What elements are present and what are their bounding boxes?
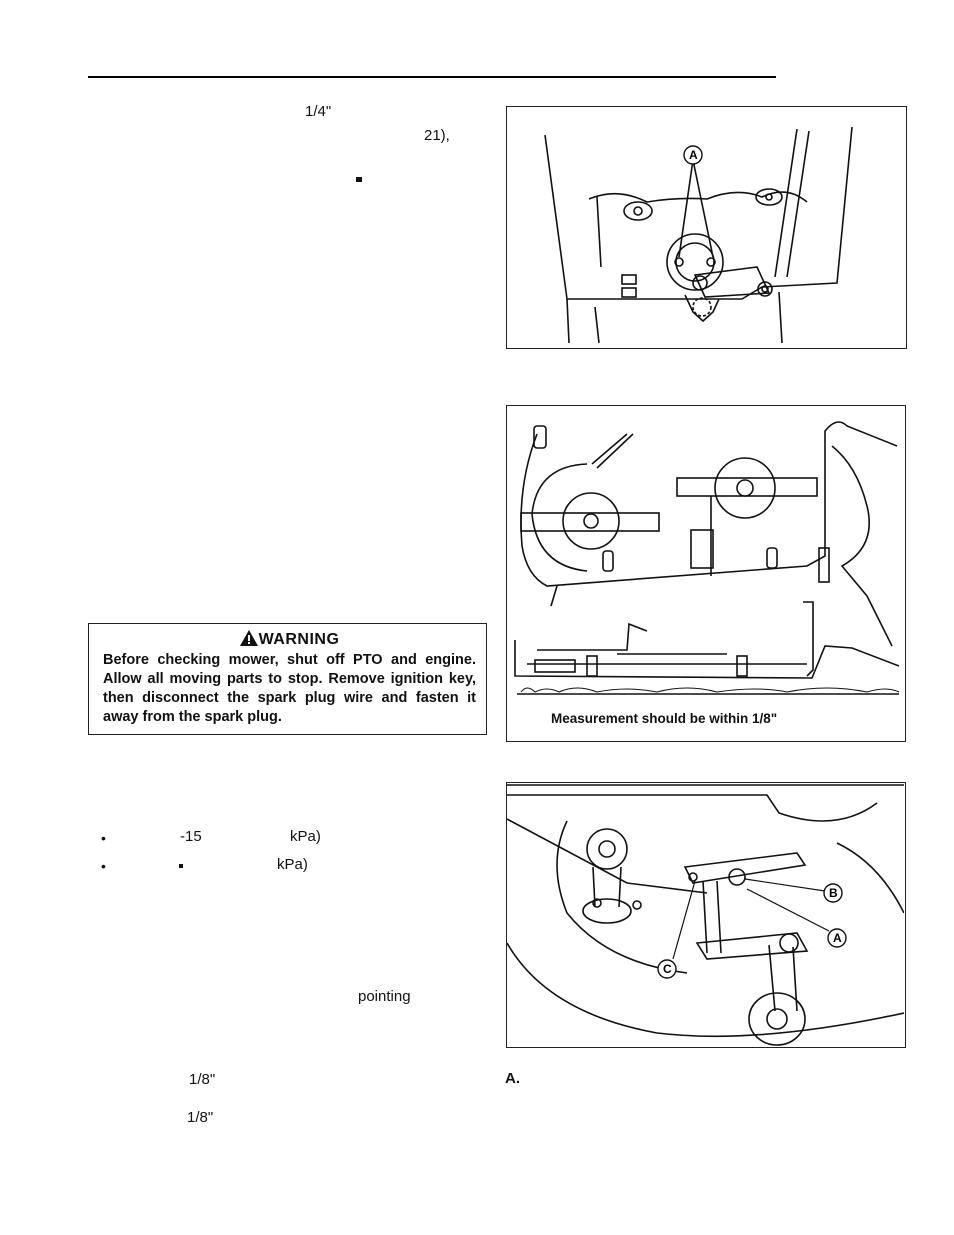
bullet-1: • [101,830,106,846]
text-fragment-kpa-1: kPa) [290,828,321,845]
figure-2-caption: Measurement should be within 1/8" [551,711,778,726]
figure-3-callout-c: C [663,962,672,976]
figure-2-deck-level-measurement: Measurement should be within 1/8" [506,405,906,742]
text-fragment-eighth-1: 1/8" [189,1071,216,1088]
text-fragment-eighth-2: 1/8" [187,1109,214,1126]
figure-1-illustration: A [544,126,853,344]
figure-3-anti-scalp-wheel: B A C [506,782,906,1048]
warning-heading-row: WARNING [103,630,476,649]
text-fragment-quarter-inch: 1/4" [305,103,332,120]
text-fragment-minus-15: -15 [180,828,202,845]
warning-body: Before checking mower, shut off PTO and … [103,652,476,725]
dash-mark-2 [179,864,183,868]
figure-1-callout-a: A [689,148,698,162]
figure-3-illustration: B A C [507,784,904,1046]
figure-2-illustration [514,421,900,695]
text-fragment-figure-ref: 21), [424,127,450,144]
warning-box: WARNING Before checking mower, shut off … [88,623,487,735]
text-fragment-a-label: A. [505,1070,520,1087]
text-fragment-kpa-2: kPa) [277,856,308,873]
dash-mark [356,177,362,182]
text-fragment-pointing: pointing [358,988,411,1005]
figure-3-callout-b: B [829,886,838,900]
bullet-2: • [101,858,106,874]
warning-heading: WARNING [258,631,340,648]
warning-triangle-icon [239,630,258,646]
figure-1-deck-hanger: A [506,106,907,349]
figure-3-callout-a: A [833,931,842,945]
header-rule [88,76,776,78]
